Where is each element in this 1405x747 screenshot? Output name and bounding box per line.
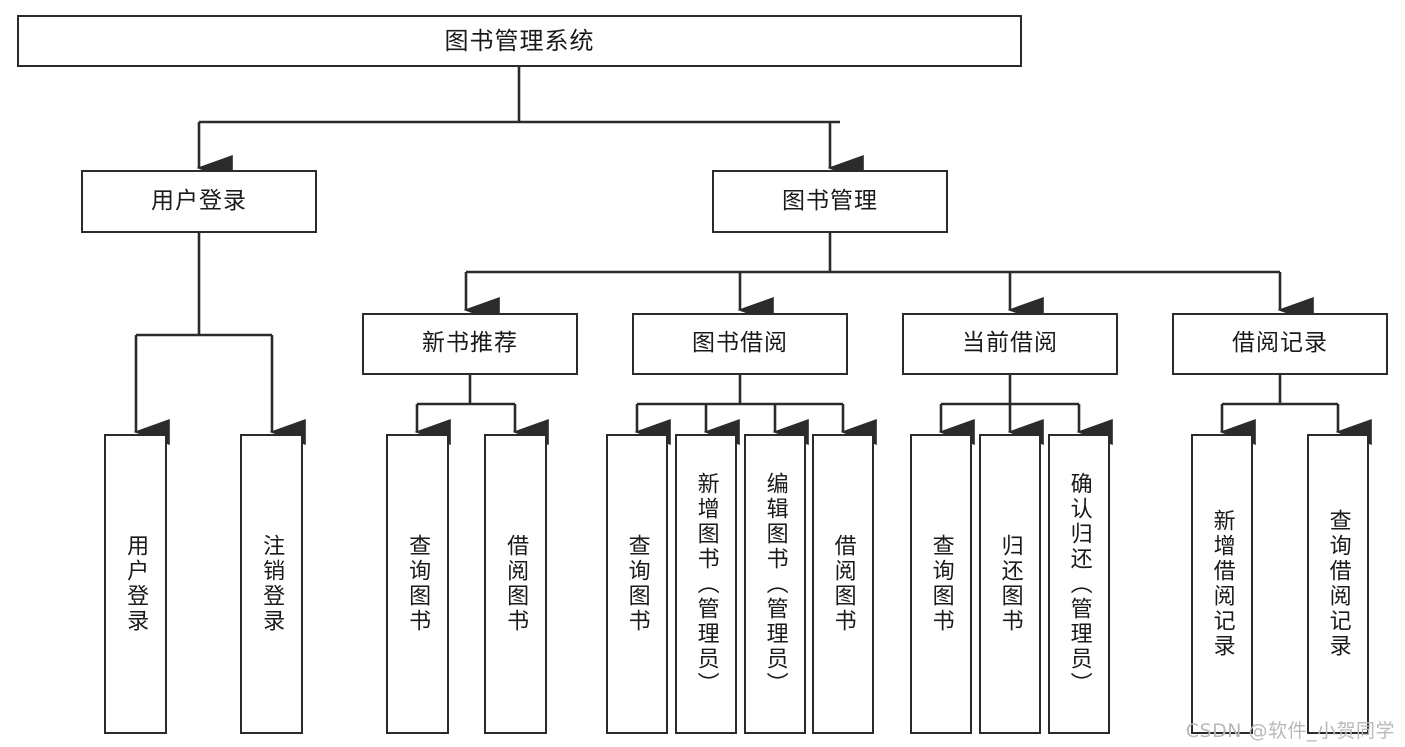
- node-label: 借阅图书: [830, 534, 856, 634]
- node-label: 查询图书: [928, 534, 954, 634]
- node-label: 当前借阅: [962, 330, 1058, 357]
- node-label: 查询图书: [624, 534, 650, 634]
- node-label: 用户登录: [151, 187, 247, 214]
- leaf-recommend-query-book[interactable]: 查询图书: [386, 434, 449, 734]
- leaf-borrow-borrow-book[interactable]: 借阅图书: [812, 434, 874, 734]
- node-book-borrow[interactable]: 图书借阅: [632, 313, 848, 375]
- node-label: 新书推荐: [422, 330, 518, 357]
- watermark-text: CSDN @软件_小贺同学: [1185, 720, 1395, 742]
- leaf-recommend-borrow-book[interactable]: 借阅图书: [484, 434, 547, 734]
- leaf-current-confirm-return-admin[interactable]: 确认归还（管理员）: [1048, 434, 1110, 734]
- leaf-user-login-logout[interactable]: 注销登录: [240, 434, 303, 734]
- node-label: 用户登录: [123, 534, 149, 634]
- node-root-system[interactable]: 图书管理系统: [17, 15, 1022, 67]
- node-book-management[interactable]: 图书管理: [712, 170, 948, 233]
- leaf-current-query-book[interactable]: 查询图书: [910, 434, 972, 734]
- leaf-borrow-edit-book-admin[interactable]: 编辑图书（管理员）: [744, 434, 806, 734]
- leaf-borrow-query-book[interactable]: 查询图书: [606, 434, 668, 734]
- node-new-book-recommend[interactable]: 新书推荐: [362, 313, 578, 375]
- node-label: 图书管理: [782, 187, 878, 214]
- leaf-record-query-record[interactable]: 查询借阅记录: [1307, 434, 1369, 734]
- node-user-login[interactable]: 用户登录: [81, 170, 317, 233]
- node-label: 查询借阅记录: [1325, 509, 1351, 659]
- node-label: 新增借阅记录: [1209, 509, 1235, 659]
- leaf-user-login-login[interactable]: 用户登录: [104, 434, 167, 734]
- node-label: 查询图书: [405, 534, 431, 634]
- node-label: 借阅记录: [1232, 330, 1328, 357]
- node-label: 确认归还（管理员）: [1066, 471, 1092, 697]
- leaf-record-add-record[interactable]: 新增借阅记录: [1191, 434, 1253, 734]
- leaf-current-return-book[interactable]: 归还图书: [979, 434, 1041, 734]
- node-label: 归还图书: [997, 534, 1023, 634]
- leaf-borrow-add-book-admin[interactable]: 新增图书（管理员）: [675, 434, 737, 734]
- node-borrow-record[interactable]: 借阅记录: [1172, 313, 1388, 375]
- node-label: 注销登录: [259, 534, 285, 634]
- node-label: 图书管理系统: [444, 26, 595, 55]
- node-label: 新增图书（管理员）: [693, 471, 719, 697]
- node-label: 图书借阅: [692, 330, 788, 357]
- node-label: 编辑图书（管理员）: [762, 471, 788, 697]
- node-label: 借阅图书: [503, 534, 529, 634]
- node-current-borrow[interactable]: 当前借阅: [902, 313, 1118, 375]
